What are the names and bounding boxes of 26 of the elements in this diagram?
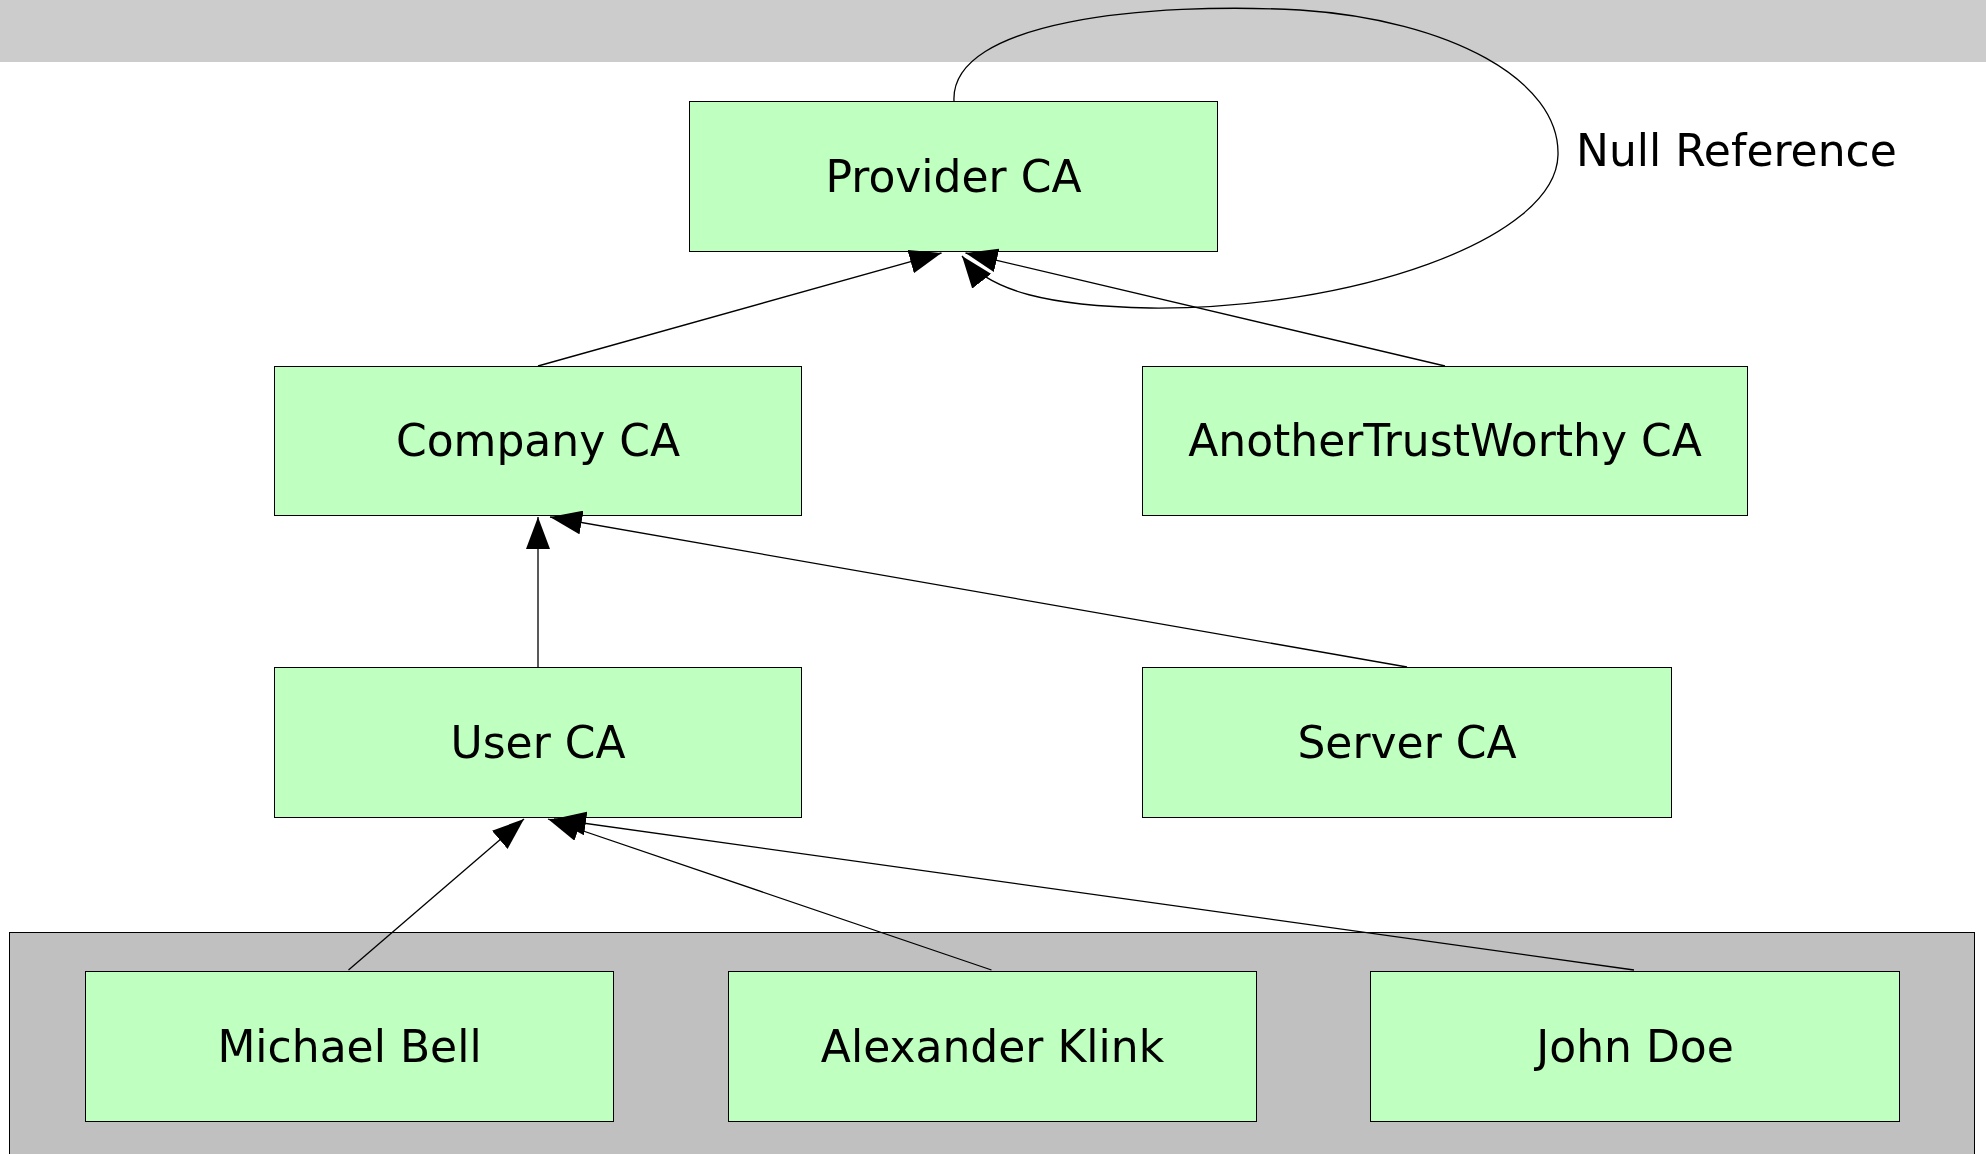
node-label: Michael Bell <box>217 1019 482 1074</box>
node-label: Server CA <box>1297 715 1517 770</box>
arrow <box>537 250 943 367</box>
node-label: John Doe <box>1536 1019 1734 1074</box>
arrow <box>547 817 993 971</box>
arrow <box>964 248 1446 367</box>
node-label: AnotherTrustWorthy CA <box>1188 414 1702 468</box>
node-label: Alexander Klink <box>820 1019 1165 1074</box>
ca-box <box>1142 667 1672 818</box>
arrow <box>549 510 1408 668</box>
arrow <box>347 818 525 971</box>
ca-box <box>728 971 1257 1122</box>
arrow <box>526 516 550 668</box>
group-box <box>9 932 1975 1154</box>
arrow <box>953 7 1559 309</box>
arrow <box>553 811 1635 971</box>
node-label: Provider CA <box>825 149 1082 204</box>
ca-box <box>1370 971 1900 1122</box>
ca-box <box>689 101 1218 252</box>
ca-box <box>274 366 802 516</box>
node-label: User CA <box>450 715 626 770</box>
edge-label: Null Reference <box>1576 124 1897 178</box>
ca-box <box>274 667 802 818</box>
ca-box <box>1142 366 1748 516</box>
node-label: Company CA <box>395 414 681 468</box>
ca-box <box>85 971 614 1122</box>
